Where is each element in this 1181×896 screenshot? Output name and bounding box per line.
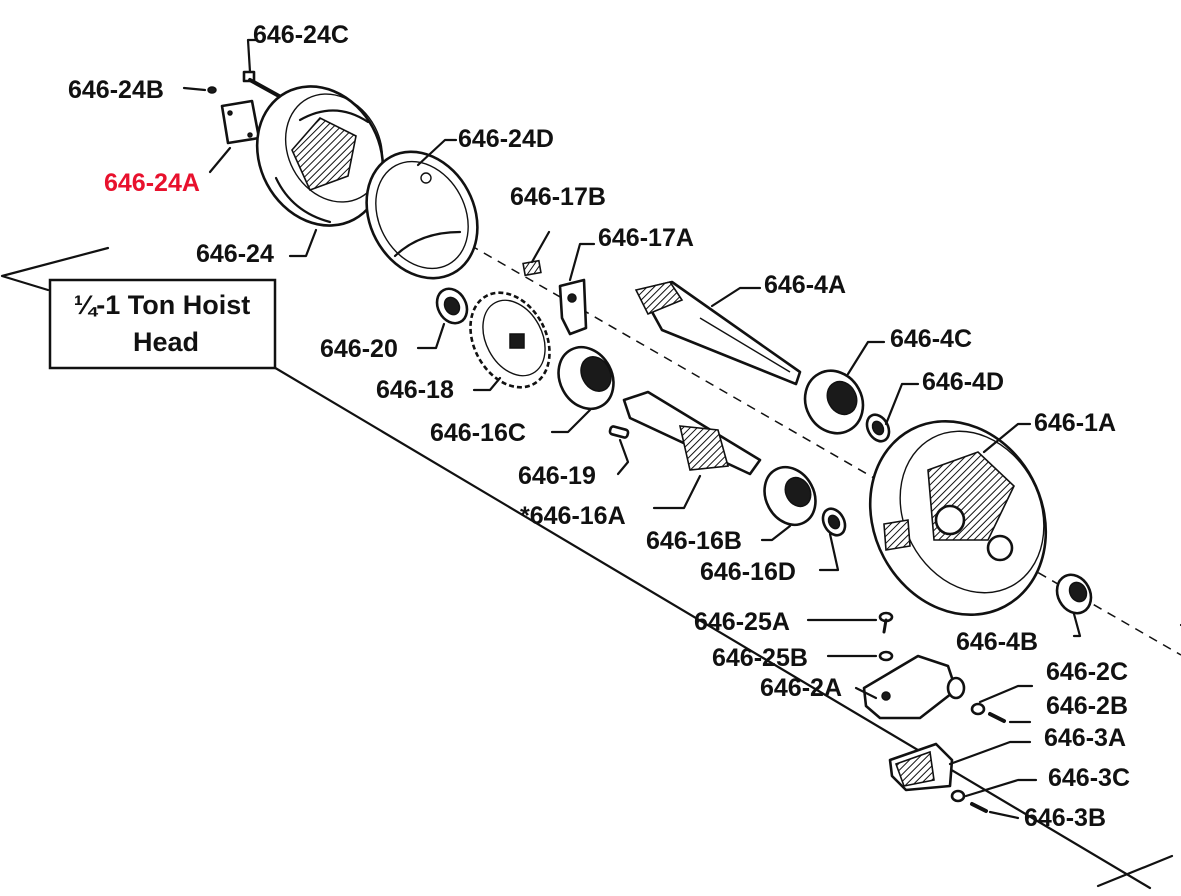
part-646-16C-bearing <box>557 345 615 411</box>
part-646-4B-bearing <box>1055 573 1093 615</box>
part-646-4A-shaft <box>634 280 802 386</box>
label-646-24D: 646-24D <box>458 125 554 153</box>
label-646-4B: 646-4B <box>956 628 1038 656</box>
part-646-17A-pawl <box>558 278 588 336</box>
label-646-25B: 646-25B <box>712 644 808 672</box>
part-646-24C-bolt <box>242 70 281 98</box>
part-646-16A-shaft <box>622 390 762 476</box>
label-646-4C: 646-4C <box>890 325 972 353</box>
title-line-1: ¼-1 Ton Hoist <box>74 290 251 320</box>
label-646-16C: 646-16C <box>430 419 526 447</box>
label-646-4D: 646-4D <box>922 368 1004 396</box>
label-646-24B: 646-24B <box>68 76 164 104</box>
part-646-24B-screw <box>207 86 217 94</box>
part-646-3B-screw <box>970 802 988 813</box>
label-646-20: 646-20 <box>320 335 398 363</box>
label-646-2A: 646-2A <box>760 674 842 702</box>
label-646-1A: 646-1A <box>1034 409 1116 437</box>
label-646-2C: 646-2C <box>1046 658 1128 686</box>
part-646-20-bearing <box>435 287 469 325</box>
part-labels: 646-24C 646-24B 646-24A 646-24D 646-24 6… <box>68 21 1130 832</box>
part-646-16D-ring <box>821 507 847 537</box>
label-646-24: 646-24 <box>196 240 274 268</box>
title-line-2: Head <box>133 327 199 357</box>
leader-lines <box>182 38 1082 820</box>
title-box: ¼-1 Ton Hoist Head <box>48 278 277 370</box>
center-axis-line <box>469 244 1181 656</box>
part-646-24-cover <box>255 85 385 227</box>
part-646-16B-bearing <box>763 465 817 527</box>
label-646-4A: 646-4A <box>764 271 846 299</box>
label-646-18: 646-18 <box>376 376 454 404</box>
label-646-3B: 646-3B <box>1024 804 1106 832</box>
part-646-24D-gasket <box>365 150 479 280</box>
label-646-24A: 646-24A <box>104 169 200 197</box>
part-646-2B-screw <box>988 712 1006 723</box>
label-646-16B: 646-16B <box>646 527 742 555</box>
part-646-19-key <box>608 425 630 439</box>
part-646-3C-nut <box>950 789 966 803</box>
part-646-18-gear <box>469 291 551 389</box>
label-646-3A: 646-3A <box>1044 724 1126 752</box>
part-646-1A-housing <box>868 419 1048 617</box>
label-646-16A: *646-16A <box>520 502 626 530</box>
label-646-25A: 646-25A <box>694 608 790 636</box>
label-646-17A: 646-17A <box>598 224 694 252</box>
base-plane-outline <box>0 246 1181 890</box>
part-646-25A-screw <box>878 611 894 634</box>
part-646-4C-bearing <box>803 369 865 435</box>
label-646-24C: 646-24C <box>253 21 349 49</box>
part-646-2A-bracket <box>862 654 966 720</box>
label-646-3C: 646-3C <box>1048 764 1130 792</box>
part-646-2C-nut <box>970 702 986 716</box>
label-646-2B: 646-2B <box>1046 692 1128 720</box>
label-646-16D: 646-16D <box>700 558 796 586</box>
part-646-25B-washer <box>878 650 894 662</box>
part-646-24A-plate <box>220 99 261 145</box>
label-646-19: 646-19 <box>518 462 596 490</box>
label-646-17B: 646-17B <box>510 183 606 211</box>
part-646-3A-block <box>888 742 954 792</box>
